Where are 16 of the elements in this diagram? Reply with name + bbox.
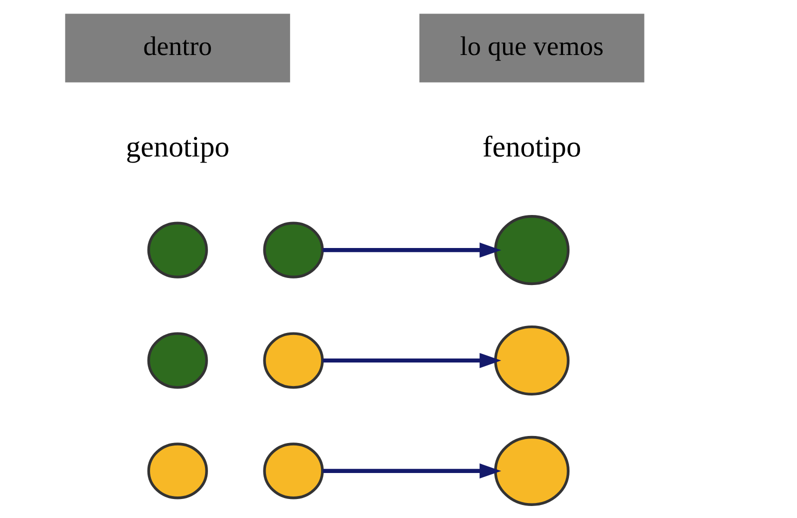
- node-circle: [147, 221, 208, 278]
- node-circle: [263, 332, 324, 388]
- label: fenotipo: [482, 131, 582, 164]
- node-circle: [147, 332, 208, 388]
- node-circle: [263, 221, 324, 278]
- node-circle: [147, 442, 208, 499]
- label: genotipo: [126, 131, 230, 164]
- arrow: [322, 352, 502, 368]
- arrow: [322, 242, 502, 258]
- node-circle: [494, 435, 570, 506]
- node-box: lo que vemos: [419, 13, 644, 82]
- node-circle: [494, 325, 570, 396]
- node-circle: [494, 214, 570, 285]
- node-box: dentro: [65, 13, 290, 82]
- arrow: [322, 462, 502, 478]
- node-circle: [263, 442, 324, 499]
